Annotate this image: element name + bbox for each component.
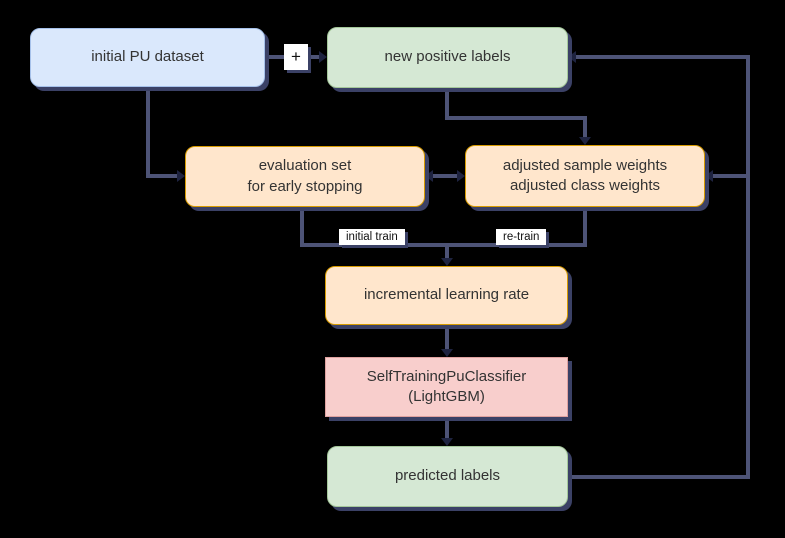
edge-feedback-top: [576, 55, 746, 59]
edge-dataset-to-plus: [265, 55, 284, 59]
arrowhead-into-adjusted-weights-top: [579, 137, 591, 145]
node-evaluation-set-label: evaluation set for early stopping: [247, 157, 363, 195]
edge-evalset-down: [300, 207, 304, 247]
edge-initial-train: [300, 243, 449, 247]
edge-newlabels-to-weights: [583, 116, 587, 139]
node-predicted-labels: predicted labels: [327, 446, 568, 507]
edge-label-initial-train: initial train: [339, 229, 405, 245]
node-new-positive-labels-label: new positive labels: [384, 48, 511, 66]
edge-dataset-to-evalset: [146, 174, 177, 178]
arrowhead-into-evaluation-set-right: [425, 170, 433, 182]
node-incremental-learning-rate-label: incremental learning rate: [363, 286, 530, 304]
edge-evalset-weights-bidirectional: [432, 174, 457, 178]
node-incremental-learning-rate: incremental learning rate: [325, 266, 568, 325]
edge-newlabels-right: [445, 116, 587, 120]
plus-operator-label: +: [291, 47, 301, 66]
arrowhead-into-learning-rate: [441, 258, 453, 266]
node-adjusted-weights: adjusted sample weights adjusted class w…: [465, 145, 705, 207]
edge-plus-to-newlabels: [308, 55, 319, 59]
plus-operator: +: [284, 44, 308, 70]
edge-label-initial-train-text: initial train: [346, 231, 398, 243]
edge-feedback-bottom: [568, 475, 750, 479]
node-selftraining-pu-classifier: SelfTrainingPuClassifier (LightGBM): [325, 357, 568, 417]
edge-label-retrain: re-train: [496, 229, 547, 245]
edge-dataset-down: [146, 87, 150, 178]
arrowhead-into-new-positive-labels-right: [568, 51, 576, 63]
edge-retrain: [447, 243, 587, 247]
arrowhead-into-predicted-labels: [441, 438, 453, 446]
edge-label-retrain-text: re-train: [503, 231, 540, 243]
edge-learning-rate-to-classifier: [445, 325, 449, 349]
arrowhead-into-adjusted-weights-right: [705, 170, 713, 182]
arrowhead-into-new-positive-labels-left: [319, 51, 327, 63]
node-new-positive-labels: new positive labels: [327, 27, 568, 88]
arrowhead-into-evaluation-set: [177, 170, 185, 182]
node-selftraining-pu-classifier-label: SelfTrainingPuClassifier (LightGBM): [366, 367, 527, 405]
node-adjusted-weights-label: adjusted sample weights adjusted class w…: [502, 156, 668, 194]
edge-feedback-to-weights: [713, 174, 746, 178]
edge-weights-down: [583, 207, 587, 247]
edge-newlabels-down: [445, 88, 449, 120]
node-predicted-labels-label: predicted labels: [394, 467, 501, 485]
node-initial-pu-dataset-label: initial PU dataset: [91, 48, 204, 66]
node-initial-pu-dataset: initial PU dataset: [30, 28, 265, 87]
node-evaluation-set: evaluation set for early stopping: [185, 146, 425, 207]
edge-classifier-to-predicted: [445, 417, 449, 438]
arrowhead-into-classifier: [441, 349, 453, 357]
edge-join-to-learning-rate: [445, 247, 449, 258]
edge-feedback-vertical: [746, 55, 750, 479]
arrowhead-into-adjusted-weights-left: [457, 170, 465, 182]
